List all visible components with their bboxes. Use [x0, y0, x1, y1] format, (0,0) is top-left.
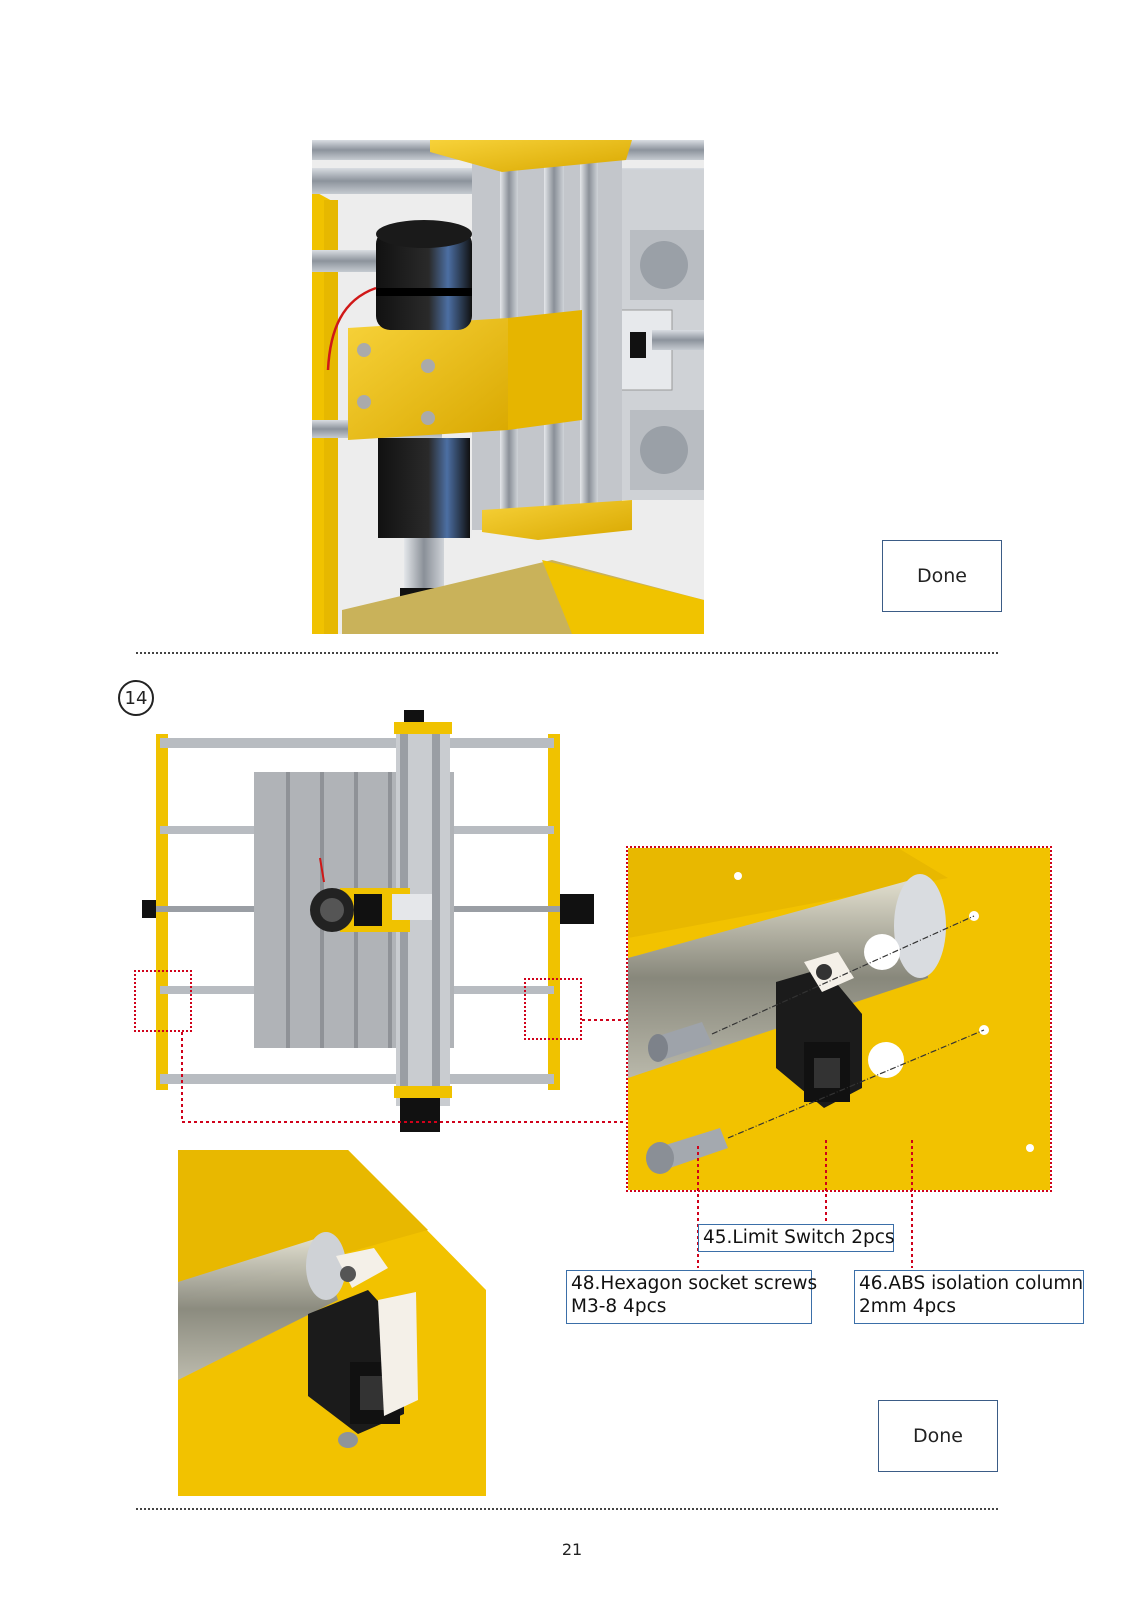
done-checkbox-top[interactable]: Done	[882, 540, 1002, 612]
part-label-abs-column: 46.ABS isolation column 2mm 4pcs	[854, 1270, 1084, 1324]
section-divider	[136, 1508, 998, 1510]
limit-switch-label: 45.Limit Switch 2pcs	[703, 1227, 895, 1248]
part-label-limit-switch: 45.Limit Switch 2pcs	[698, 1224, 894, 1252]
abs-column-qty: 2mm 4pcs	[859, 1295, 1079, 1318]
hex-screws-name: 48.Hexagon socket screws	[571, 1272, 807, 1295]
part-label-hex-screws: 48.Hexagon socket screws M3-8 4pcs	[566, 1270, 812, 1324]
done-checkbox-bottom[interactable]: Done	[878, 1400, 998, 1472]
spindle-assembly-illustration	[312, 140, 704, 634]
done-label: Done	[913, 1425, 963, 1447]
callout-leader-lines	[130, 1010, 630, 1128]
limit-switch-exploded-illustration	[628, 848, 1050, 1190]
hex-screws-qty: M3-8 4pcs	[571, 1295, 807, 1318]
abs-column-name: 46.ABS isolation column	[859, 1272, 1079, 1295]
section-divider	[136, 652, 998, 654]
limit-switch-assembled-illustration	[178, 1150, 486, 1496]
done-label: Done	[917, 565, 967, 587]
page-number: 21	[560, 1540, 584, 1559]
